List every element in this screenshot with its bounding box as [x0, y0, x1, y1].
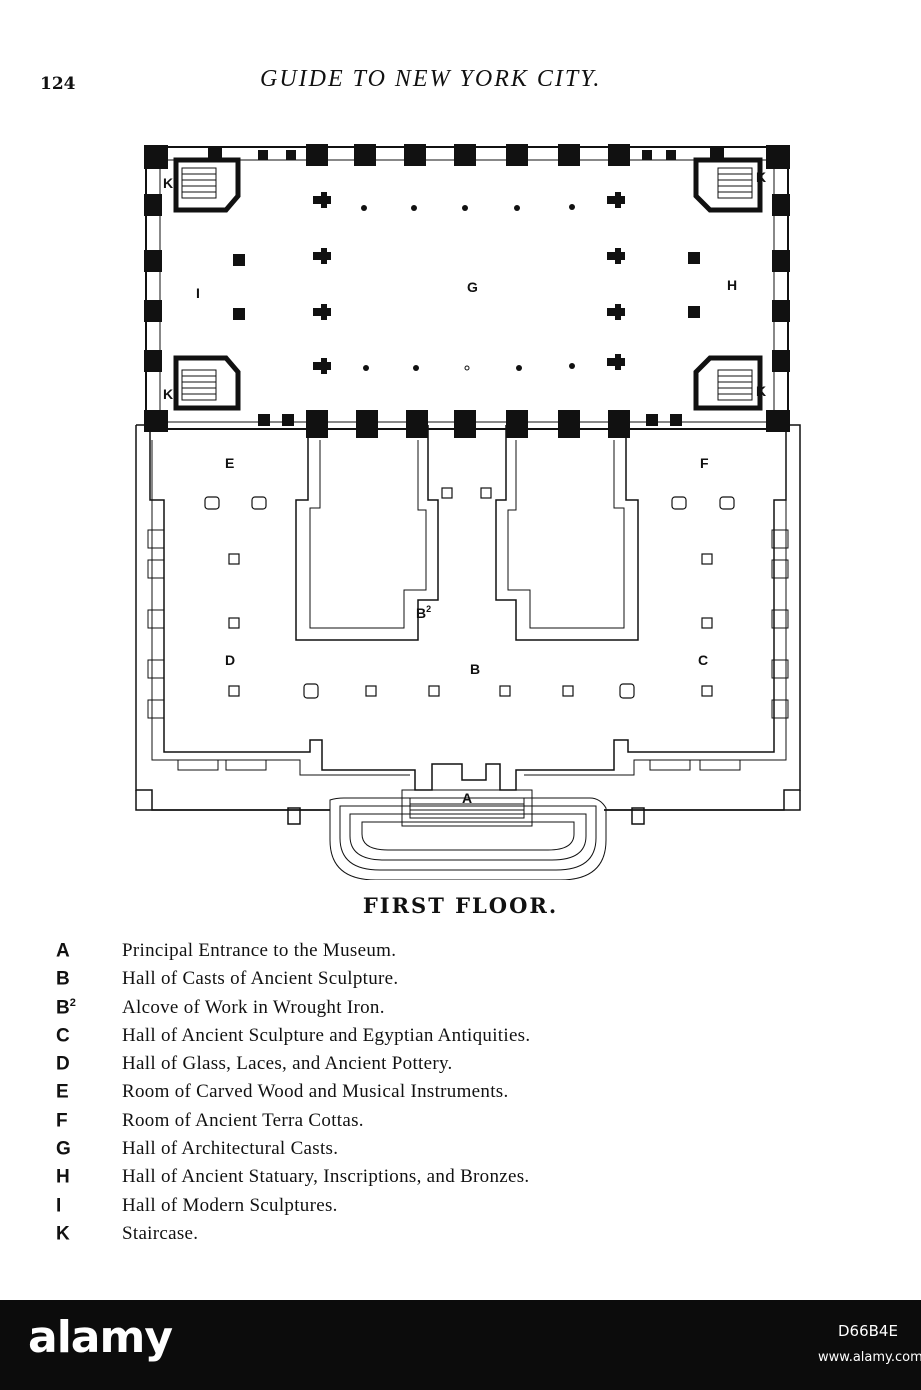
legend-desc: Alcove of Work in Wrought Iron.	[122, 996, 385, 1018]
right-inner-court-inner	[507, 440, 625, 629]
right-inner-court	[495, 425, 639, 641]
staircase-top-left	[173, 157, 241, 213]
legend-key: I	[56, 1195, 62, 1216]
legend-desc: Principal Entrance to the Museum.	[122, 940, 397, 961]
side-wall-piers	[144, 194, 790, 372]
room-label-c: C	[698, 652, 708, 668]
staircase-bottom-left	[173, 355, 241, 411]
legend-key: B	[56, 968, 70, 990]
terrace-line	[135, 790, 801, 811]
legend-key: A	[56, 940, 70, 962]
staircase-top-right	[693, 157, 763, 213]
floor-title: FIRST FLOOR.	[362, 893, 559, 918]
legend-desc: Hall of Modern Sculptures.	[122, 1194, 338, 1216]
room-label-h: H	[727, 277, 737, 293]
watermark-image-id: D66B4E	[838, 1322, 898, 1340]
entrance-steps	[329, 789, 607, 880]
watermark-band	[0, 1300, 921, 1390]
staircases	[173, 157, 763, 411]
legend-desc: Hall of Architectural Casts.	[122, 1138, 339, 1160]
legend-key: H	[56, 1166, 70, 1188]
room-label-g: G	[467, 279, 478, 295]
legend-desc: Room of Carved Wood and Musical Instrume…	[122, 1081, 509, 1103]
watermark-url: www.alamy.com	[818, 1350, 921, 1365]
right-wall-bays	[771, 529, 789, 719]
legend-key: F	[56, 1110, 68, 1132]
lower-wing-inner	[151, 440, 787, 776]
room-label-f: F	[700, 455, 709, 471]
room-label-k-top-left: K	[163, 175, 173, 191]
legend-key: C	[56, 1025, 70, 1047]
room-label-e: E	[225, 455, 234, 471]
legend-desc: Hall of Ancient Statuary, Inscriptions, …	[122, 1166, 530, 1188]
watermark-logo: alamy	[28, 1312, 173, 1363]
terrace-right-pier	[631, 807, 645, 825]
legend-desc: Hall of Ancient Sculpture and Egyptian A…	[122, 1024, 531, 1046]
lower-hall-columns	[204, 487, 735, 699]
legend-key: B2	[56, 996, 76, 1018]
left-inner-court	[295, 425, 439, 641]
room-label-b: B	[470, 661, 480, 677]
left-inner-court-inner	[309, 440, 427, 629]
legend-desc: Hall of Glass, Laces, and Ancient Potter…	[122, 1053, 453, 1075]
legend-key: G	[56, 1138, 71, 1160]
floor-plan: A B B2 C D E F G H I K K K K	[135, 144, 801, 880]
room-label-a: A	[462, 790, 472, 806]
room-label-k-bottom-right: K	[756, 383, 766, 399]
legend-desc: Room of Ancient Terra Cottas.	[122, 1109, 364, 1131]
top-wall-piers	[144, 144, 790, 169]
room-label-d: D	[225, 652, 235, 668]
round-columns	[361, 204, 575, 371]
legend-key: E	[56, 1081, 69, 1103]
middle-wall-piers	[144, 410, 790, 438]
left-wall-bays	[147, 529, 165, 719]
front-wall-bays	[177, 759, 741, 771]
book-page: 124 GUIDE TO NEW YORK CITY.	[40, 66, 801, 1245]
upper-hall-columns	[233, 192, 700, 374]
cross-piers	[313, 192, 625, 374]
legend-key: D	[56, 1053, 70, 1075]
room-label-i: I	[196, 285, 200, 301]
legend-desc: Hall of Casts of Ancient Sculpture.	[122, 968, 399, 990]
terrace-left-pier	[287, 807, 301, 825]
staircase-bottom-right	[693, 355, 763, 411]
running-title: GUIDE TO NEW YORK CITY.	[260, 66, 602, 92]
room-label-k-bottom-left: K	[163, 386, 173, 402]
legend-desc: Staircase.	[122, 1222, 199, 1244]
legend-key: K	[56, 1223, 70, 1245]
room-labels: A B B2 C D E F G H I K K K K	[163, 169, 766, 806]
room-label-k-top-right: K	[756, 169, 766, 185]
room-label-b2: B2	[416, 604, 431, 621]
page-number: 124	[40, 74, 76, 94]
square-piers	[233, 252, 700, 320]
